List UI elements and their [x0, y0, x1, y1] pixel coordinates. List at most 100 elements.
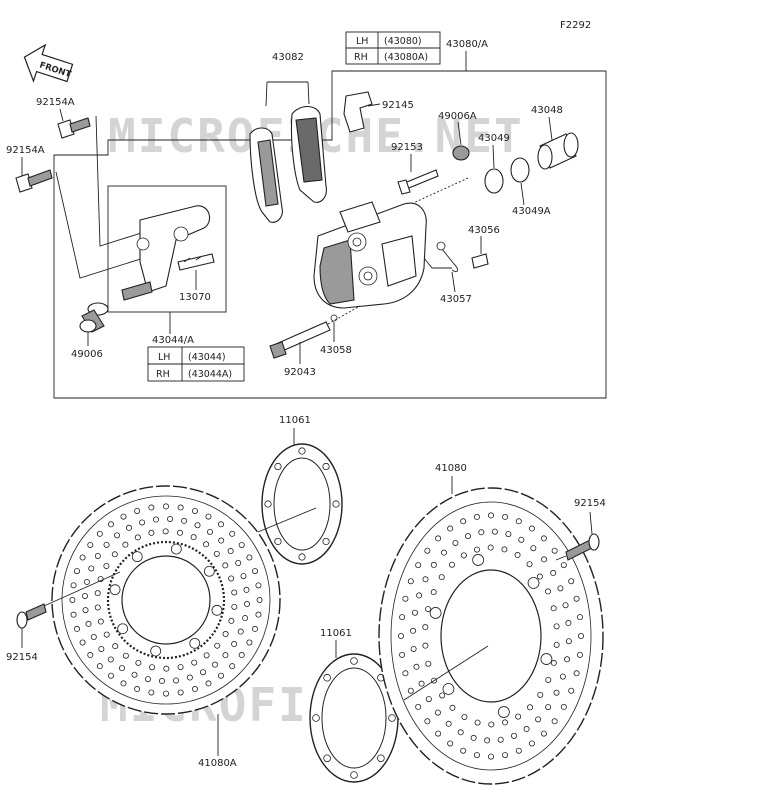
- disc-hole: [90, 633, 97, 640]
- disc-hole: [186, 674, 193, 681]
- label-11061-bot: 11061: [320, 628, 352, 639]
- disc-hole: [148, 689, 155, 696]
- disc-hole: [478, 529, 485, 536]
- disc-hole: [255, 611, 262, 618]
- disc-hole: [424, 547, 431, 554]
- disc-hole: [255, 582, 262, 589]
- disc-hole: [397, 633, 404, 640]
- disc-hole: [207, 528, 214, 535]
- disc-hole: [149, 664, 156, 671]
- label-11061-top: 11061: [279, 415, 311, 426]
- disc-bolt-holes-left: [109, 543, 223, 657]
- disc-hole: [96, 663, 103, 670]
- label-49006A: 49006A: [438, 111, 477, 122]
- disc-hole: [425, 660, 432, 667]
- disc-hole: [541, 556, 548, 563]
- disc-hole: [350, 771, 358, 779]
- disc-hole: [117, 623, 129, 635]
- disc-hole: [194, 522, 201, 529]
- disc-hole: [114, 532, 121, 539]
- label-43048: 43048: [531, 105, 563, 116]
- disc-hole: [235, 560, 242, 567]
- label-92145: 92145: [382, 100, 414, 111]
- disc-hole: [109, 584, 121, 596]
- disc-hole: [573, 595, 580, 602]
- disc-hole: [430, 589, 437, 596]
- disc-hole: [231, 589, 238, 596]
- disc-hole: [162, 528, 169, 535]
- disc-hole: [350, 657, 358, 665]
- disc-hole: [87, 541, 94, 548]
- disc-hole: [415, 562, 422, 569]
- disc-hole: [167, 515, 174, 522]
- brake-disc-left: [51, 485, 281, 715]
- disc-hole: [565, 620, 572, 627]
- disc-hole: [487, 544, 494, 551]
- disc-hole: [189, 637, 201, 649]
- disc-hole: [144, 676, 151, 683]
- disc-hole: [568, 687, 575, 694]
- disc-hole: [438, 574, 445, 581]
- disc-hole: [177, 689, 184, 696]
- disc-hole: [416, 592, 423, 599]
- label-92154-left: 92154: [6, 652, 38, 663]
- pad-retainer: [177, 253, 215, 271]
- disc-hole: [69, 597, 76, 604]
- disc-hole: [73, 568, 80, 575]
- disc-hole: [229, 663, 236, 670]
- disc-hole: [323, 673, 331, 682]
- disc-hole: [535, 716, 542, 723]
- caliper-table-side-0: LH: [356, 36, 368, 47]
- disc-hole: [120, 680, 127, 687]
- disc-hole: [191, 507, 198, 514]
- disc-hole: [418, 680, 425, 687]
- label-43082: 43082: [272, 52, 304, 63]
- disc-hole: [559, 673, 566, 680]
- disc-hole: [177, 664, 184, 671]
- disc-hole: [148, 504, 155, 511]
- caliper-table-part-0: (43080): [384, 36, 422, 47]
- disc-hole: [240, 573, 247, 580]
- dust-seal: [510, 157, 530, 183]
- disc-hole: [473, 546, 480, 553]
- disc-hole: [118, 665, 125, 672]
- disc-hole: [578, 633, 585, 640]
- disc-hole: [434, 709, 441, 716]
- disc-hole: [526, 561, 533, 568]
- bracket-table-part-0: (43044): [188, 352, 226, 363]
- disc-hole: [222, 631, 229, 638]
- disc-bolt-left: [16, 603, 47, 629]
- disc-hole: [474, 719, 481, 726]
- disc-hole: [274, 537, 282, 546]
- disc-hole: [449, 704, 456, 711]
- disc-hole: [252, 568, 259, 575]
- disc-hole: [550, 659, 557, 666]
- disc-hole: [537, 691, 544, 698]
- disc-hole: [238, 652, 245, 659]
- disc-hole: [497, 706, 510, 718]
- disc-hole: [332, 500, 340, 508]
- label-92043: 92043: [284, 367, 316, 378]
- disc-hole: [407, 687, 414, 694]
- disc-hole: [497, 736, 504, 743]
- disc-hole: [565, 638, 572, 645]
- disc-hole: [510, 732, 517, 739]
- disc-hole: [152, 516, 159, 523]
- disc-hole: [96, 530, 103, 537]
- disc-hole: [410, 627, 417, 634]
- disc-hole: [473, 513, 480, 520]
- disc-hole: [298, 447, 306, 455]
- disc-hole: [88, 565, 95, 572]
- disc-hole: [134, 686, 141, 693]
- disc-hole: [122, 541, 129, 548]
- disc-hole: [107, 656, 114, 663]
- disc-hole: [501, 546, 508, 553]
- disc-hole: [415, 703, 422, 710]
- disc-hole: [551, 718, 558, 725]
- disc-hole: [460, 518, 467, 525]
- disc-hole: [523, 726, 530, 733]
- disc-hole: [487, 753, 494, 760]
- caliper-table-side-1: RH: [354, 52, 368, 63]
- disc-hole: [411, 609, 418, 616]
- disc-bolt-holes-right: [429, 554, 553, 718]
